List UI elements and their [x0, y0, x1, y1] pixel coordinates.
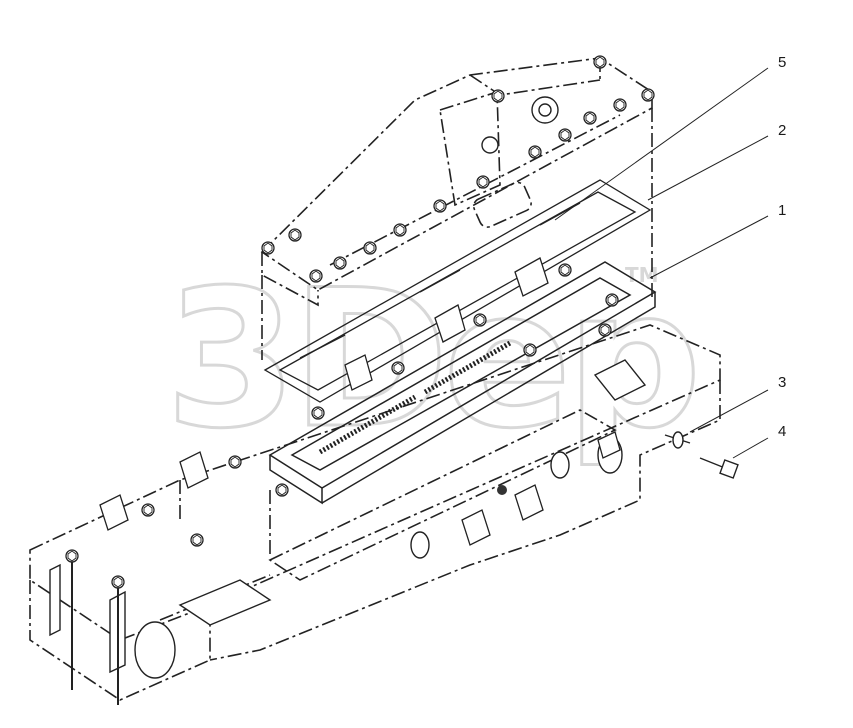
studs — [71, 560, 119, 705]
cover-round-boss — [481, 96, 559, 154]
callout-4: 4 — [778, 423, 786, 440]
callout-labels: 5 2 1 3 4 — [778, 54, 786, 440]
svg-text:TM: TM — [625, 263, 659, 287]
callout-5: 5 — [778, 54, 786, 71]
bolt-3 — [664, 431, 691, 449]
callout-3: 3 — [778, 374, 786, 391]
valve-cover-housing — [260, 57, 653, 360]
leader-lines — [554, 67, 769, 459]
oil-hole — [497, 485, 507, 495]
manifold-ports — [49, 359, 647, 679]
manifold-feet — [99, 431, 621, 546]
rocker-arms — [344, 257, 549, 391]
rocker-plate — [268, 261, 657, 505]
stud-4 — [699, 457, 739, 479]
spring-strip-left — [318, 340, 512, 455]
callout-1: 1 — [778, 202, 786, 219]
callout-2: 2 — [778, 122, 786, 139]
